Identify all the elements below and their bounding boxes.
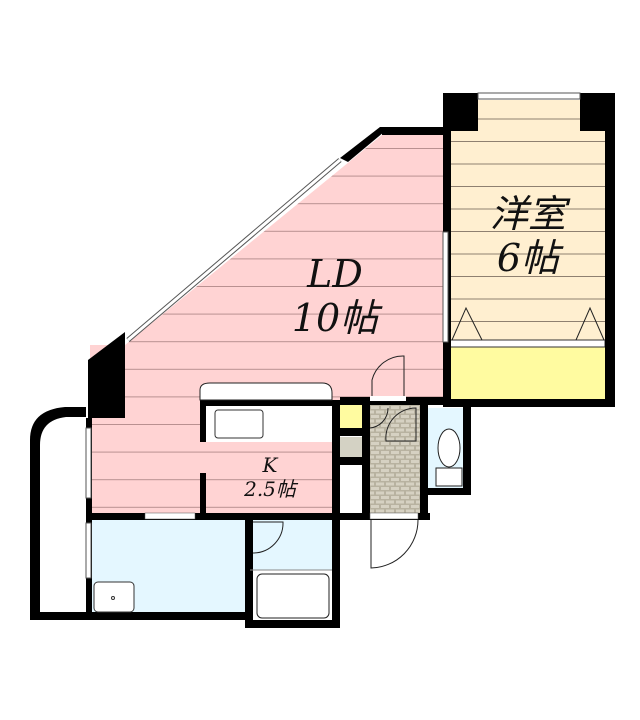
washroom-window <box>85 522 92 579</box>
entrance-tile <box>370 404 420 514</box>
room-size: 6帖 <box>496 236 560 280</box>
meter-box <box>340 437 362 457</box>
bathtub-icon <box>256 573 330 619</box>
door-swing <box>385 407 417 442</box>
door-swing <box>371 355 405 397</box>
western-room-label: 洋室 6帖 <box>468 195 588 277</box>
closet-marker <box>575 306 605 341</box>
toilet-icon <box>437 428 461 468</box>
kitchen-counter <box>199 382 333 401</box>
sliding-door <box>442 231 449 343</box>
closet-marker <box>451 306 483 341</box>
kitchen-label: K 2.5帖 <box>225 455 315 499</box>
storage-small <box>340 405 362 428</box>
room-name: K <box>262 453 278 477</box>
kitchen-window <box>85 427 92 499</box>
western-window <box>477 92 581 100</box>
room-name: LD <box>307 252 363 296</box>
closet-rail <box>449 339 606 348</box>
bath-entry <box>252 520 332 570</box>
western-room-floor <box>450 100 605 345</box>
room-name: 洋室 <box>489 192 566 236</box>
room-size: 2.5帖 <box>244 477 296 501</box>
closet <box>450 347 605 399</box>
room-size: 10帖 <box>291 296 379 340</box>
ld-label: LD 10帖 <box>270 255 400 337</box>
entrance-door <box>370 519 419 569</box>
door-swing <box>252 521 284 554</box>
door-swing <box>369 407 389 429</box>
